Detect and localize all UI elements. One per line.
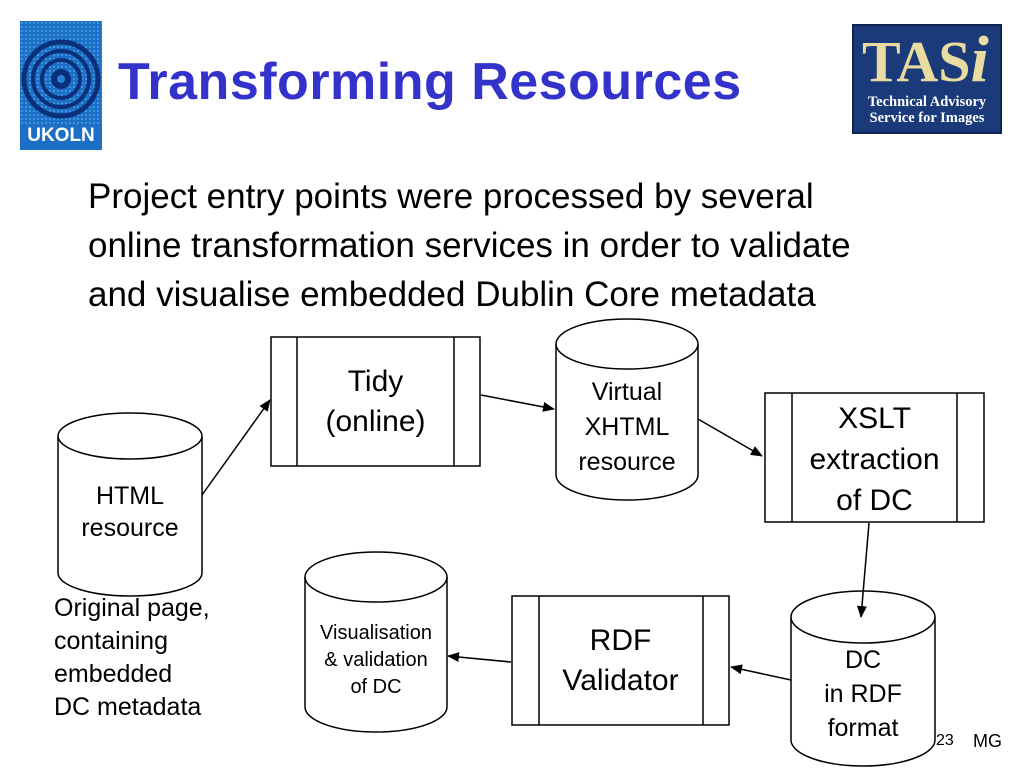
arrow-validator-to-visualisation	[447, 652, 512, 663]
arrow-xslt-to-dc	[856, 522, 870, 618]
ukoln-logo-text: UKOLN	[27, 125, 95, 146]
arrow-xhtml-to-xslt	[697, 418, 763, 457]
page-number: 23	[936, 732, 954, 749]
intro-line: Project entry points were processed by s…	[88, 177, 814, 216]
arrow-dc-to-validator	[730, 664, 792, 681]
html-resource-cylinder	[57, 412, 203, 597]
intro-paragraph: Project entry points were processed by s…	[88, 172, 988, 319]
ukoln-logo: UKOLN	[20, 21, 102, 150]
author-initials: MG	[973, 731, 1002, 751]
html-resource-caption: Original page, containing embedded DC me…	[54, 594, 210, 721]
intro-line: and visualise embedded Dublin Core metad…	[88, 275, 816, 314]
tasi-logo: TASi Technical Advisory Service for Imag…	[852, 24, 1002, 134]
arrow-html-to-tidy	[201, 399, 271, 496]
rdf-validator-label: RDF Validator	[562, 624, 679, 697]
visualisation-cylinder	[304, 551, 448, 733]
xslt-label: XSLT extraction of DC	[809, 402, 940, 517]
ukoln-eye-logo-icon	[20, 21, 102, 150]
html-resource-label: HTML resource	[81, 482, 179, 542]
xslt-process-box	[764, 392, 985, 523]
virtual-xhtml-label: Virtual XHTML resource	[578, 378, 676, 476]
tasi-logo-subtitle: Technical Advisory Service for Images	[867, 94, 987, 126]
tidy-label: Tidy (online)	[325, 365, 426, 438]
visualisation-label: Visualisation & validation of DC	[320, 622, 432, 698]
arrow-tidy-to-xhtml	[480, 394, 555, 412]
virtual-xhtml-cylinder	[555, 318, 699, 501]
dc-rdf-label: DC in RDF format	[824, 646, 902, 742]
rdf-validator-process-box	[511, 595, 730, 726]
slide-title: Transforming Resources	[118, 53, 742, 111]
intro-line: online transformation services in order …	[88, 226, 851, 265]
tidy-process-box	[270, 336, 481, 467]
tasi-logo-letters: TASi	[862, 23, 989, 96]
